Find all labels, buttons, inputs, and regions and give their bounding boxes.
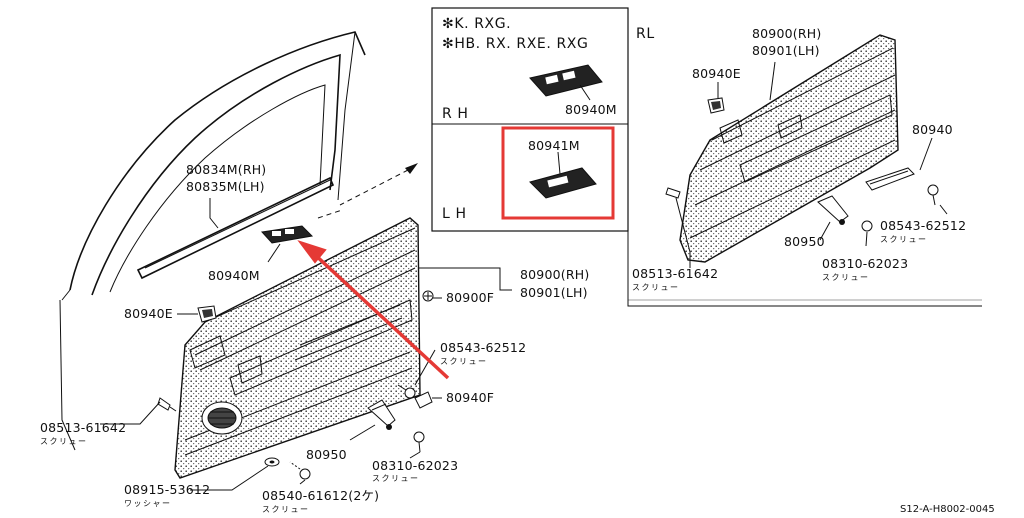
- label-screw-left: 08513-61642: [40, 420, 126, 435]
- rear-label-handle: 80950: [784, 234, 825, 249]
- switch-bezel-part: [261, 225, 314, 244]
- note-washer: ワッシャー: [124, 499, 172, 508]
- rear-screws: [665, 184, 939, 232]
- rear-door-panel: [679, 34, 899, 263]
- inset-rh-part: 80940M: [565, 102, 617, 117]
- inset-lh-label: L H: [442, 206, 467, 222]
- note-screw-left: スクリュー: [40, 437, 88, 446]
- drawing-code: S12-A-H8002-0045: [900, 504, 995, 515]
- label-panel-rh: 80900(RH): [520, 267, 589, 282]
- label-clip-f-top: 80900F: [446, 290, 494, 305]
- rear-label-clip-e: 80940E: [692, 66, 741, 81]
- washer: [264, 457, 280, 467]
- leader-lines-left: [100, 163, 512, 491]
- label-trim-rh: 80834M(RH): [186, 162, 266, 177]
- label-panel-lh: 80901(LH): [520, 285, 588, 300]
- label-screw-bottom: 08310-62023: [372, 458, 458, 473]
- screw-low: [289, 461, 311, 480]
- rear-note-screw-bottom: スクリュー: [822, 273, 870, 282]
- rear-note-screw-right: スクリュー: [880, 235, 928, 244]
- screw-bottom: [413, 431, 425, 453]
- window-trim-strip: [136, 176, 335, 280]
- rear-note-screw-left: スクリュー: [632, 283, 680, 292]
- label-clip-e: 80940E: [124, 306, 173, 321]
- rear-rl-label: RL: [636, 26, 655, 42]
- label-trim-lh: 80835M(LH): [186, 179, 265, 194]
- screw-left: [157, 397, 177, 412]
- rear-label-screw-right: 08543-62512: [880, 218, 966, 233]
- rear-handle-80950: [817, 195, 849, 225]
- screw-mid: [397, 384, 416, 399]
- label-washer: 08915-53612: [124, 482, 210, 497]
- leader-lines-right: [675, 61, 948, 268]
- rear-frame: [627, 8, 982, 307]
- door-frame: [59, 31, 366, 451]
- pull-handle-80950: [367, 399, 396, 430]
- rear-clip-80940E: [707, 97, 725, 114]
- rear-pull-80940: [865, 167, 915, 191]
- rear-label-pull: 80940: [912, 122, 953, 137]
- label-switch-bezel: 80940M: [208, 268, 260, 283]
- rear-label-panel-lh: 80901(LH): [752, 43, 820, 58]
- label-clip-f-mid: 80940F: [446, 390, 494, 405]
- rear-label-panel-rh: 80900(RH): [752, 26, 821, 41]
- note-screw-mid: スクリュー: [440, 357, 488, 366]
- rear-label-screw-left: 08513-61642: [632, 266, 718, 281]
- label-screw-low: 08540-61612(2ケ): [262, 488, 379, 503]
- label-screw-mid: 08543-62512: [440, 340, 526, 355]
- inset-rh-label: R H: [442, 106, 469, 122]
- inset-lh-part: 80941M: [528, 138, 580, 153]
- main-door-panel: [174, 217, 421, 479]
- clip-80900F: [422, 290, 434, 302]
- highlight-arrow: [297, 240, 450, 380]
- clip-80940F-mid: [414, 391, 433, 409]
- inset-variant-1: ✻K. RXG.: [442, 16, 511, 32]
- inset-variant-2: ✻HB. RX. RXE. RXG: [442, 36, 588, 52]
- rear-label-screw-bottom: 08310-62023: [822, 256, 908, 271]
- inset-rh-bezel: [529, 64, 603, 101]
- highlight-box: [501, 126, 615, 220]
- inset-lh-bezel: [529, 151, 597, 199]
- label-handle: 80950: [306, 447, 347, 462]
- clip-80940E: [197, 305, 217, 323]
- note-screw-low: スクリュー: [262, 505, 310, 514]
- note-screw-bottom: スクリュー: [372, 474, 420, 483]
